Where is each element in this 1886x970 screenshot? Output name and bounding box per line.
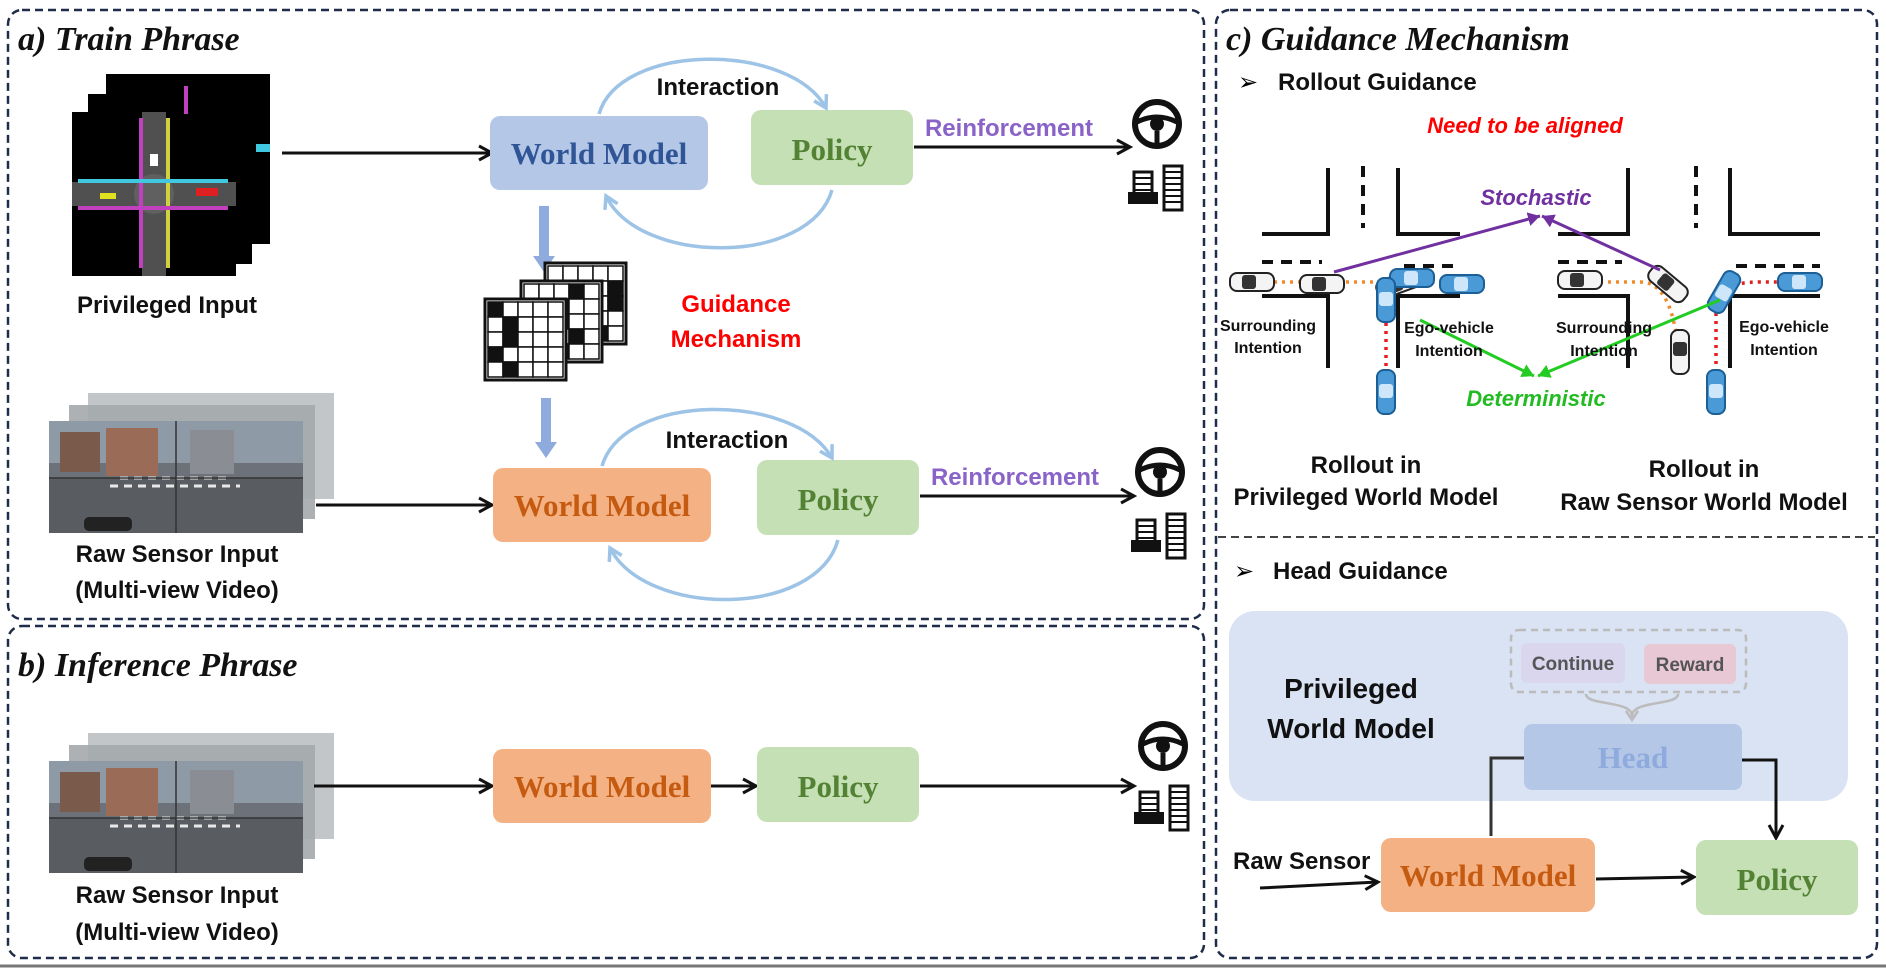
privileged-wm-label-2: World Model: [1267, 713, 1434, 744]
interaction-top-label: Interaction: [657, 74, 780, 101]
head-policy-box: Policy: [1696, 840, 1858, 915]
head-guidance-heading: Head Guidance: [1273, 558, 1448, 585]
left-ego-label-2: Intention: [1415, 343, 1483, 360]
train-panel-title: a) Train Phrase: [18, 21, 240, 58]
inference-panel-frame: [6, 624, 1206, 960]
deterministic-label: Deterministic: [1466, 386, 1605, 411]
reward-box: [1644, 644, 1736, 684]
car-icon: [1299, 274, 1345, 294]
interaction-top-curve: [597, 57, 829, 115]
mask-grid-icon: [483, 261, 628, 382]
head-bullet-icon: ➢: [1234, 557, 1254, 585]
head-box: [1524, 724, 1742, 790]
guidance-mechanism-line2: Mechanism: [671, 326, 802, 353]
need-aligned-label: Need to be aligned: [1427, 113, 1623, 138]
rollout-left-caption-1: Rollout in: [1311, 452, 1422, 479]
interaction-top-return-curve: [603, 189, 834, 250]
car-icon: [1376, 369, 1396, 415]
guidance-mechanism-line1: Guidance: [681, 291, 790, 318]
car-icon: [1777, 272, 1823, 292]
stochastic-arrow-right: [1541, 214, 1661, 272]
head-wm-to-policy-arrow: [1595, 877, 1694, 879]
rollout-right-caption-1: Rollout in: [1649, 456, 1760, 483]
left-surrounding-label-1: Surrounding: [1220, 318, 1316, 335]
head-label: Head: [1598, 740, 1669, 775]
world-model-top-label: World Model: [511, 136, 688, 171]
continue-box: [1521, 643, 1625, 683]
inference-world-model-box: World Model: [493, 749, 711, 823]
left-intersection-roads: [1262, 166, 1460, 368]
rollout-bullet-icon: ➢: [1238, 68, 1258, 96]
raw-sensor-input-label: Raw Sensor Input: [76, 541, 279, 568]
rollout-right-caption-2: Raw Sensor World Model: [1560, 489, 1848, 516]
pedals-icon: [1129, 512, 1187, 560]
bev-map-icon: [72, 74, 270, 276]
interaction-bottom-return-curve: [607, 539, 840, 602]
rollout-guidance-heading: Rollout Guidance: [1278, 69, 1477, 96]
continue-label: Continue: [1532, 654, 1614, 675]
car-icon: [1439, 274, 1485, 294]
inference-policy-label: Policy: [798, 769, 879, 804]
wm-to-head-line: [1489, 756, 1524, 836]
world-model-raw-box: World Model: [493, 468, 711, 542]
rollout-left-caption-2: Privileged World Model: [1234, 484, 1499, 511]
car-icon: [1376, 277, 1396, 323]
guidance-panel-frame: [1214, 8, 1879, 960]
guidance-panel-title: c) Guidance Mechanism: [1226, 21, 1570, 58]
left-ego-label-1: Ego-vehicle: [1404, 320, 1494, 337]
inference-raw-sensor-label: Raw Sensor Input: [76, 882, 279, 909]
world-model-privileged-box: World Model: [490, 116, 708, 190]
head-world-model-label: World Model: [1400, 858, 1577, 893]
car-icon: [1706, 369, 1726, 415]
right-surrounding-label-1: Surrounding: [1556, 320, 1652, 337]
right-intersection-roads: [1558, 166, 1820, 368]
interaction-bottom-label: Interaction: [666, 427, 789, 454]
left-surrounding-label-2: Intention: [1234, 340, 1302, 357]
inference-panel-title: b) Inference Phrase: [18, 647, 298, 684]
right-surrounding-label-2: Intention: [1570, 343, 1638, 360]
reinforcement-top-label: Reinforcement: [925, 115, 1093, 142]
raw-sensor-input-sub-label: (Multi-view Video): [75, 577, 279, 604]
camera-views-icon: [49, 393, 334, 533]
inference-raw-sensor-sub-label: (Multi-view Video): [75, 919, 279, 946]
deterministic-arrow-left: [1419, 318, 1535, 378]
camera-views-icon: [49, 733, 334, 873]
car-icon: [1229, 272, 1275, 292]
stochastic-label: Stochastic: [1480, 185, 1591, 210]
policy-bottom-box: Policy: [757, 460, 919, 535]
head-policy-label: Policy: [1737, 862, 1818, 897]
raw-sensor-label: Raw Sensor: [1233, 848, 1370, 875]
interaction-bottom-curve: [600, 407, 834, 467]
steering-wheel-icon: [1135, 102, 1179, 146]
car-icon: [1670, 329, 1690, 375]
world-model-bottom-label: World Model: [514, 488, 691, 523]
right-ego-label-1: Ego-vehicle: [1739, 319, 1829, 336]
pedals-icon: [1132, 784, 1190, 832]
inference-policy-box: Policy: [757, 747, 919, 822]
deterministic-arrow-right: [1537, 298, 1721, 378]
privileged-wm-label-1: Privileged: [1284, 673, 1418, 704]
reinforcement-bottom-label: Reinforcement: [931, 464, 1099, 491]
policy-top-label: Policy: [792, 132, 873, 167]
head-outputs-group: [1509, 628, 1748, 694]
car-icon: [1704, 267, 1744, 317]
car-icon: [1557, 270, 1603, 290]
inference-world-model-label: World Model: [514, 769, 691, 804]
steering-wheel-icon: [1141, 724, 1185, 768]
car-icon: [1644, 261, 1692, 307]
guidance-down-arrow-lower-head: [535, 442, 557, 458]
raw-sensor-arrow: [1259, 882, 1378, 888]
policy-top-box: Policy: [751, 110, 913, 185]
pedals-icon: [1126, 164, 1184, 212]
car-icon: [1389, 268, 1435, 288]
head-to-policy-arrow: [1742, 758, 1776, 838]
stochastic-arrow-left: [1333, 212, 1541, 274]
policy-bottom-label: Policy: [798, 482, 879, 517]
head-world-model-box: World Model: [1381, 838, 1595, 912]
reward-label: Reward: [1656, 655, 1725, 676]
privileged-input-label: Privileged Input: [77, 292, 257, 319]
steering-wheel-icon: [1138, 450, 1182, 494]
right-ego-label-2: Intention: [1750, 342, 1818, 359]
